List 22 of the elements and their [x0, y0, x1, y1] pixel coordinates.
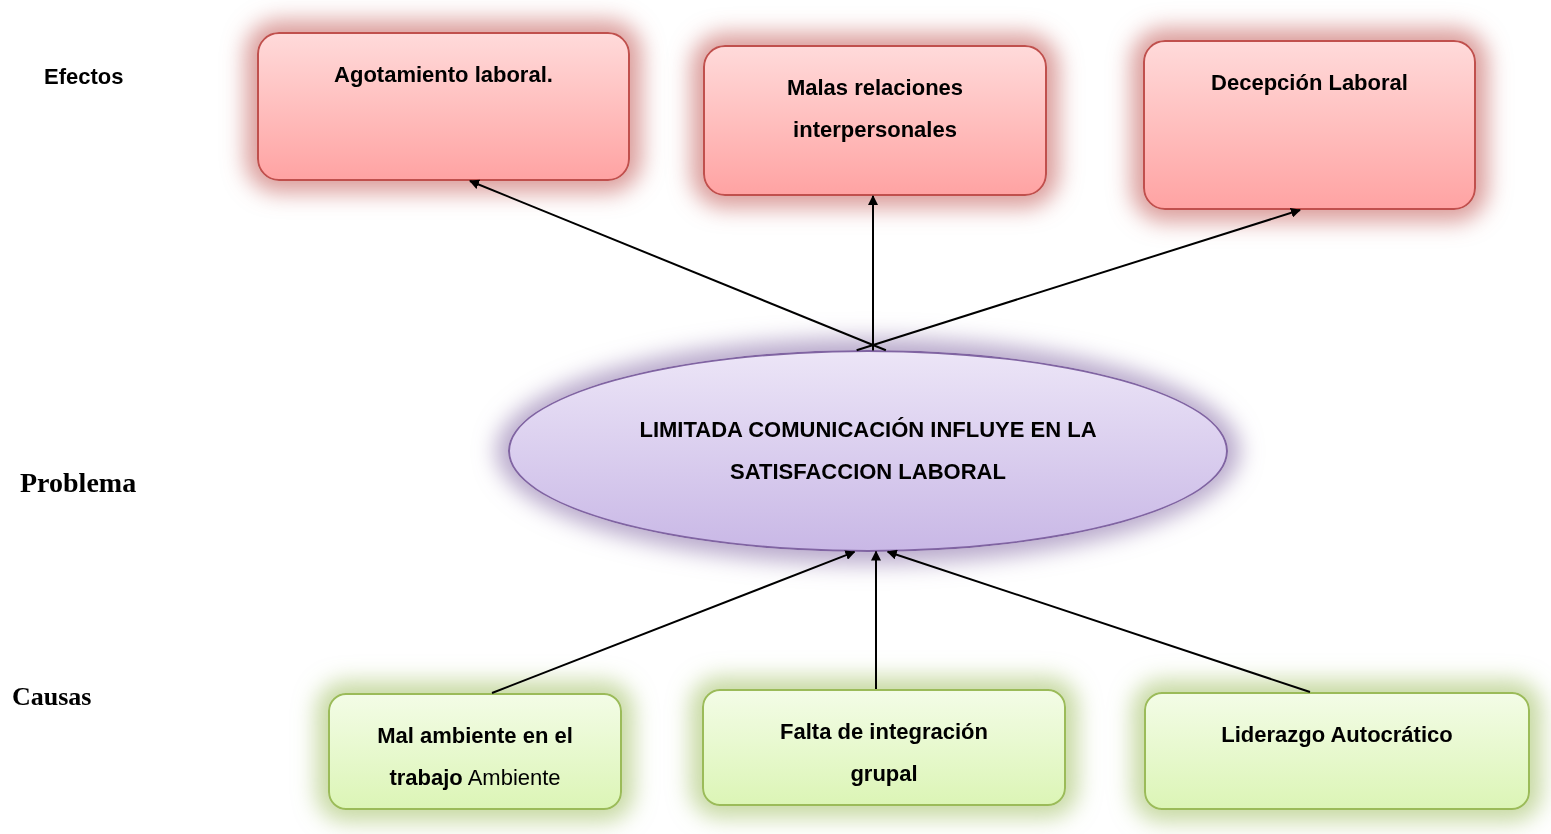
arrow	[868, 195, 878, 352]
arrow	[886, 549, 1311, 693]
node-text: Liderazgo Autocrático	[1221, 721, 1453, 749]
node-text: Decepción Laboral	[1211, 69, 1408, 97]
effect-box	[703, 45, 1047, 196]
node-text: Malas relaciones interpersonales	[785, 74, 965, 144]
row-label: Problema	[20, 466, 137, 500]
effect-box	[1143, 40, 1476, 210]
arrow	[491, 550, 856, 694]
row-label: Efectos	[44, 63, 124, 91]
node-text: Agotamiento laboral.	[334, 61, 553, 89]
arrow	[855, 207, 1301, 352]
effect-box	[257, 32, 630, 181]
row-label: Causas	[12, 681, 92, 713]
node-text: LIMITADA COMUNICACIÓN INFLUYE EN LA SATISFACCION LABORAL	[638, 416, 1098, 486]
arrow	[871, 550, 881, 690]
cause-box	[1144, 692, 1530, 810]
cause-box	[328, 693, 622, 810]
cause-box	[702, 689, 1066, 806]
node-text: Falta de integración grupal	[779, 718, 989, 788]
arrow	[469, 179, 887, 352]
node-text: Mal ambiente en el trabajo Ambiente	[376, 722, 574, 792]
